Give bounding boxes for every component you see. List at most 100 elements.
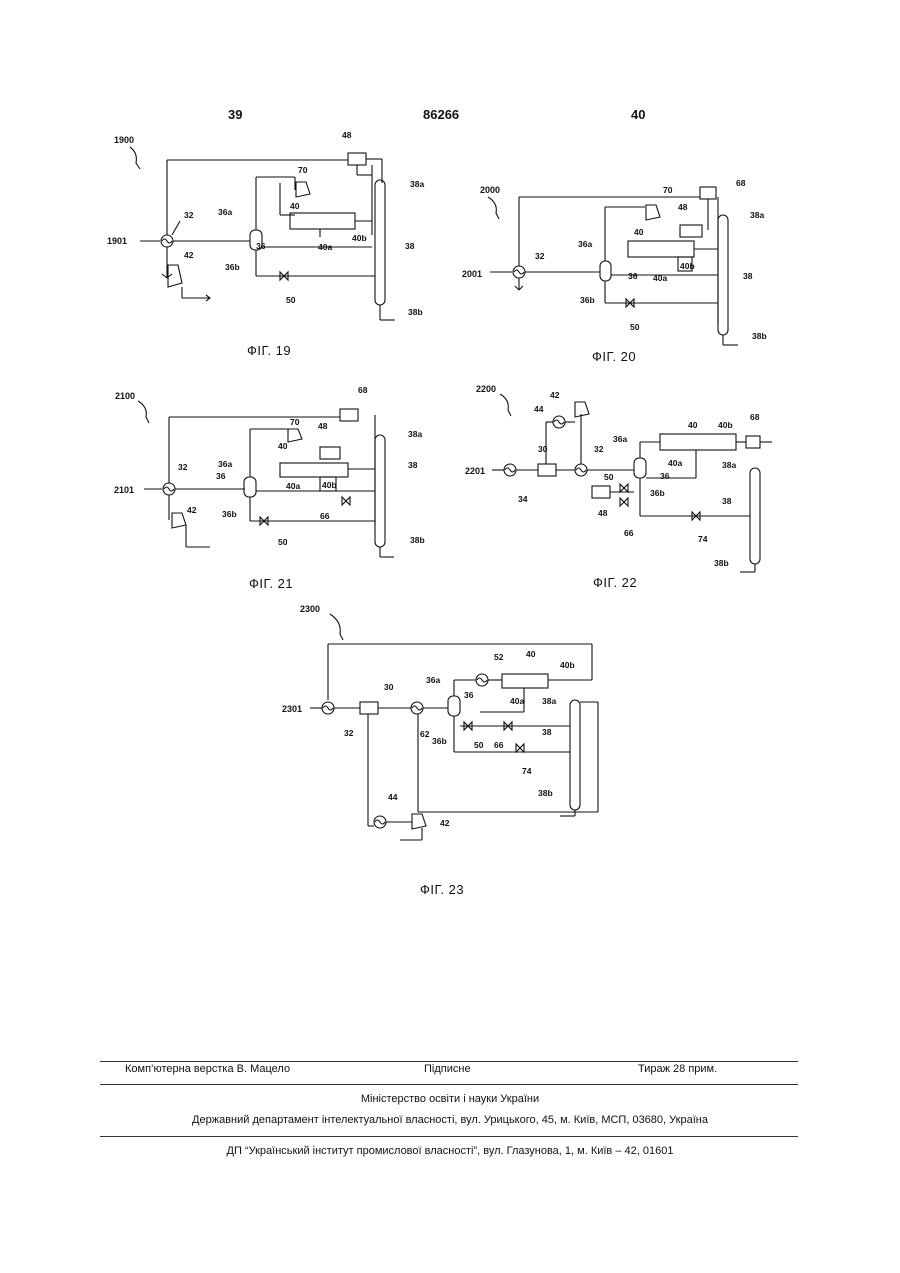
- ref-label-l48: 48: [342, 130, 352, 140]
- ref-label-l50: 50: [474, 740, 484, 750]
- separator-36: [600, 261, 611, 281]
- ref-label-l38b: 38b: [752, 331, 767, 341]
- ref-label-l38b: 38b: [714, 558, 729, 568]
- right-page-number: 40: [631, 107, 645, 122]
- ministry-line: Міністерство освіти і науки України: [0, 1093, 900, 1105]
- figure-22: 2200 2201 34 30 32 44 42 36a 36 36b 40 4…: [460, 380, 780, 575]
- ref-label-l32: 32: [594, 444, 604, 454]
- ref-label-l44: 44: [388, 792, 398, 802]
- separator-68: [700, 187, 716, 199]
- ref-label-l40a: 40a: [668, 458, 682, 468]
- ref-label-l38a: 38a: [722, 460, 736, 470]
- ref-label-l48: 48: [678, 202, 688, 212]
- circulation-label: Тираж 28 прим.: [638, 1063, 717, 1075]
- ref-label-l40a: 40a: [286, 481, 300, 491]
- ref-label-l48: 48: [598, 508, 608, 518]
- ref-label-inlet: 2201: [465, 466, 485, 476]
- ref-label-l40a: 40a: [510, 696, 524, 706]
- column-38: [570, 700, 580, 810]
- footer-rule-top: [100, 1061, 798, 1062]
- ref-label-l32: 32: [178, 462, 188, 472]
- ref-label-l44: 44: [534, 404, 544, 414]
- ref-label-l62: 62: [420, 729, 430, 739]
- ref-label-l32: 32: [344, 728, 354, 738]
- ref-label-l38: 38: [743, 271, 753, 281]
- ref-label-l36b: 36b: [432, 736, 447, 746]
- ref-label-l74: 74: [698, 534, 708, 544]
- compressor-42: [172, 513, 186, 528]
- ref-label-l36b: 36b: [225, 262, 240, 272]
- ref-label-l50: 50: [604, 472, 614, 482]
- left-page-number: 39: [228, 107, 242, 122]
- footer-rule-middle: [100, 1084, 798, 1085]
- mixer-30: [360, 702, 378, 714]
- ref-label-l38b: 38b: [538, 788, 553, 798]
- ref-label-l40: 40: [278, 441, 288, 451]
- column-38: [718, 215, 728, 335]
- ref-label-l38a: 38a: [410, 179, 424, 189]
- patent-number: 86266: [423, 107, 459, 122]
- ref-label-inlet: 2101: [114, 485, 134, 495]
- ref-label-l40b: 40b: [560, 660, 575, 670]
- ref-label-l38: 38: [405, 241, 415, 251]
- ref-label-l40: 40: [526, 649, 536, 659]
- ref-label-l74: 74: [522, 766, 532, 776]
- figure-23: 2300 2301 32 30 62 36a 36 36b 52 40 40b …: [280, 600, 620, 850]
- caption-fig-23: ФІГ. 23: [420, 882, 464, 897]
- ref-label-l36: 36: [660, 471, 670, 481]
- ref-label-l38b: 38b: [408, 307, 423, 317]
- ref-label-l40b: 40b: [322, 480, 337, 490]
- ref-label-l38b: 38b: [410, 535, 425, 545]
- separator-36: [634, 458, 646, 478]
- ref-label-l40b: 40b: [718, 420, 733, 430]
- signed-label: Підписне: [424, 1063, 471, 1075]
- ref-label-l38: 38: [722, 496, 732, 506]
- footer-rule-bottom: [100, 1136, 798, 1137]
- caption-fig-19: ФІГ. 19: [247, 343, 291, 358]
- inlet-label: 1901: [107, 236, 127, 246]
- ref-label-l36a: 36a: [218, 459, 232, 469]
- figure-19: 1900 1901 32 48 42 36a 36 36b 70 40 40b …: [100, 125, 430, 335]
- ref-label-l42: 42: [187, 505, 197, 515]
- separator-68: [340, 409, 358, 421]
- separator-36: [448, 696, 460, 716]
- caption-fig-22: ФІГ. 22: [593, 575, 637, 590]
- separator-48: [592, 486, 610, 498]
- ref-label-l66: 66: [320, 511, 330, 521]
- ref-label-l52: 52: [494, 652, 504, 662]
- figure-20: 2000 2001 32 68 36a 36 36b 70 48 40 40a …: [460, 175, 780, 355]
- ref-label-l36b: 36b: [222, 509, 237, 519]
- ref-label-l50: 50: [278, 537, 288, 547]
- mixer-30: [538, 464, 556, 476]
- ref-label-l36a: 36a: [426, 675, 440, 685]
- reactor-40: [502, 674, 548, 688]
- ref-label-l50: 50: [630, 322, 640, 332]
- ref-label-l66: 66: [494, 740, 504, 750]
- compressor-42: [412, 814, 426, 829]
- ref-label-l50: 50: [286, 295, 296, 305]
- compressor-70: [288, 429, 302, 442]
- ref-label-l40b: 40b: [680, 261, 695, 271]
- figure-ref-label: 1900: [114, 135, 134, 145]
- ref-label-l66: 66: [624, 528, 634, 538]
- ref-label-l30: 30: [384, 682, 394, 692]
- ref-label-inlet: 2001: [462, 269, 482, 279]
- ref-label-l32: 32: [184, 210, 194, 220]
- ref-label-l70: 70: [298, 165, 308, 175]
- typesetting-credit: Комп’ютерна верстка В. Мацело: [125, 1063, 290, 1075]
- separator-68: [746, 436, 760, 448]
- ref-label-ref: 2100: [115, 391, 135, 401]
- separator-48: [348, 153, 366, 165]
- reactor-40: [628, 241, 694, 257]
- compressor-70: [646, 205, 660, 220]
- ref-label-l42: 42: [440, 818, 450, 828]
- ref-label-l38a: 38a: [750, 210, 764, 220]
- reactor-40: [660, 434, 736, 450]
- ref-label-l42: 42: [184, 250, 194, 260]
- institute-line: ДП “Український інститут промислової вла…: [0, 1145, 900, 1157]
- ref-label-l40b: 40b: [352, 233, 367, 243]
- separator-48: [320, 447, 340, 459]
- ref-label-l68: 68: [358, 385, 368, 395]
- ref-label-l40: 40: [290, 201, 300, 211]
- column-38: [375, 180, 385, 305]
